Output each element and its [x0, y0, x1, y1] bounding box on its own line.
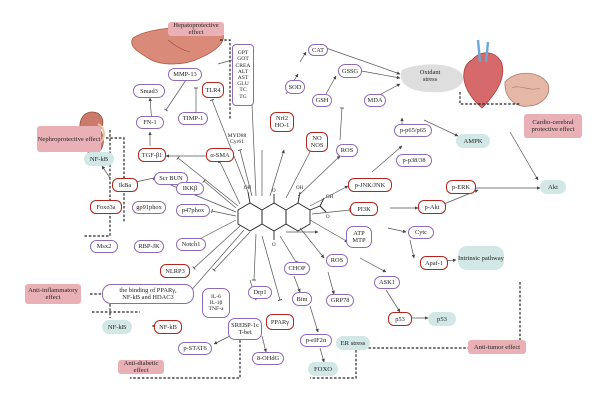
- o-label-cooh: O: [326, 215, 330, 220]
- node-nrf2: Nrf2 HO-1: [270, 112, 294, 132]
- node-msx2: Msx2: [90, 240, 118, 253]
- node-ampk: AMPK: [456, 134, 490, 148]
- anti-diabetic-effect: Anti-diabetic effect: [118, 360, 164, 374]
- node-scr-bun: Scr BUN: [154, 172, 188, 185]
- node-p47phox: p47phox: [176, 204, 210, 217]
- oxidant-stress-shape: [400, 64, 464, 93]
- node-nfkb-red: NF-kB: [154, 320, 182, 334]
- node-notch1: Notch1: [176, 238, 206, 251]
- node-cytc: Cytc: [408, 226, 434, 239]
- anthraquinone-structure: [237, 191, 327, 240]
- node-tlr4: TLR4: [202, 82, 224, 98]
- node-smad3: Smad3: [133, 84, 165, 98]
- node-p-erk: p-ERK: [446, 180, 476, 194]
- oh-label-cooh: OH: [326, 195, 334, 200]
- node-er-stress: ER stress: [336, 336, 370, 350]
- node-p53-red: p53: [388, 312, 412, 326]
- node-nfkb-left: NF-kB: [84, 152, 114, 166]
- node-intrinsic-pathway: Intrinsic pathway: [458, 246, 504, 270]
- node-ikkb: IKKβ: [176, 182, 204, 195]
- node-mda: MDA: [364, 94, 386, 107]
- radial-connectors: [152, 57, 351, 301]
- node-timp1: TIMP-1: [178, 112, 208, 125]
- oxidant-stress-label: Oxidant stress: [419, 69, 441, 83]
- node-p-stat6: p-STAT6: [178, 342, 212, 355]
- node-p-eif2a: p-eIF2α: [300, 334, 332, 347]
- node-nlrp3: NLRP3: [160, 264, 190, 278]
- anti-tumor-effect: Anti-tumor effect: [468, 340, 526, 354]
- node-chop: CHOP: [284, 262, 310, 275]
- node-apaf1: Apaf-1: [420, 256, 448, 270]
- oh-label-right: OH: [296, 186, 304, 191]
- node-ppar-binding: the binding of PPARγ, NF-kB and HDAC3: [102, 284, 194, 304]
- node-p-jnk: p-JNK/JNK: [348, 178, 392, 192]
- node-no-nos: NO NOS: [306, 132, 328, 152]
- oh-label-left: OH: [244, 186, 252, 191]
- node-sod: SOD: [285, 80, 305, 94]
- node-p53-teal: p53: [428, 312, 456, 326]
- node-atp-mtp: ATP MTP: [346, 226, 372, 248]
- node-ikba: IkBa: [112, 178, 138, 192]
- pathway-edges: [101, 47, 541, 363]
- o-label-top: O: [272, 189, 276, 194]
- node-grp78: GRP78: [326, 294, 354, 307]
- node-foxo3a: Foxo3a: [90, 200, 122, 214]
- node-fn1: FN-1: [136, 116, 164, 129]
- node-cat: CAT: [308, 44, 328, 56]
- node-drp1: Drp1: [248, 286, 272, 299]
- node-gssg: GSSG: [338, 64, 362, 78]
- node-myd88: MYD88 Cyr61: [227, 132, 247, 145]
- node-nfkb-bottom: NF-kB: [102, 320, 132, 334]
- node-tgf-b1: TGF-β1: [138, 148, 166, 162]
- node-rbp-jk: RBP-JK: [134, 240, 164, 253]
- node-foxo: FOXO: [308, 362, 338, 376]
- node-a-sma: α-SMA: [206, 148, 234, 162]
- node-il-tnf: IL-6 IL-1β TNF-a: [202, 288, 230, 318]
- node-ask1: ASK1: [374, 276, 400, 289]
- o-label-bottom: O: [272, 243, 276, 248]
- cardio-cerebral-effect: Cardio-cerebral protective effect: [524, 114, 582, 138]
- node-ppary: PPARγ: [266, 314, 294, 330]
- node-gp91phox: gp91phox: [132, 201, 166, 214]
- heart-brain-illustration: [463, 39, 550, 109]
- hepatoprotective-effect: Hepatoprotective effect: [168, 22, 224, 36]
- node-p-p65: p-p65/p65: [394, 124, 432, 137]
- node-mmp13: MMP-13: [168, 68, 202, 81]
- node-liver-markers: GPT GOT CREA ALT AST GLU TC TG: [232, 44, 254, 106]
- node-ros-top: ROS: [336, 144, 358, 157]
- node-gsh: GSH: [312, 94, 332, 107]
- node-8-ohdg: 8-OHdG: [252, 352, 284, 365]
- node-pi3k: PI3K: [350, 202, 378, 216]
- anti-inflammatory-effect: Anti-inflammatory effect: [25, 284, 81, 304]
- node-ros-mid: ROS: [326, 254, 348, 267]
- node-bim: Bim: [292, 292, 312, 306]
- node-p-akt: p-Akt: [418, 200, 446, 214]
- nephroprotective-effect: Nephroprotective effect: [37, 126, 101, 152]
- node-srebp1c: SREBP-1c T-bet: [228, 318, 262, 340]
- node-akt: Akt: [540, 180, 566, 194]
- node-p-p38: p-p38/38: [396, 154, 432, 167]
